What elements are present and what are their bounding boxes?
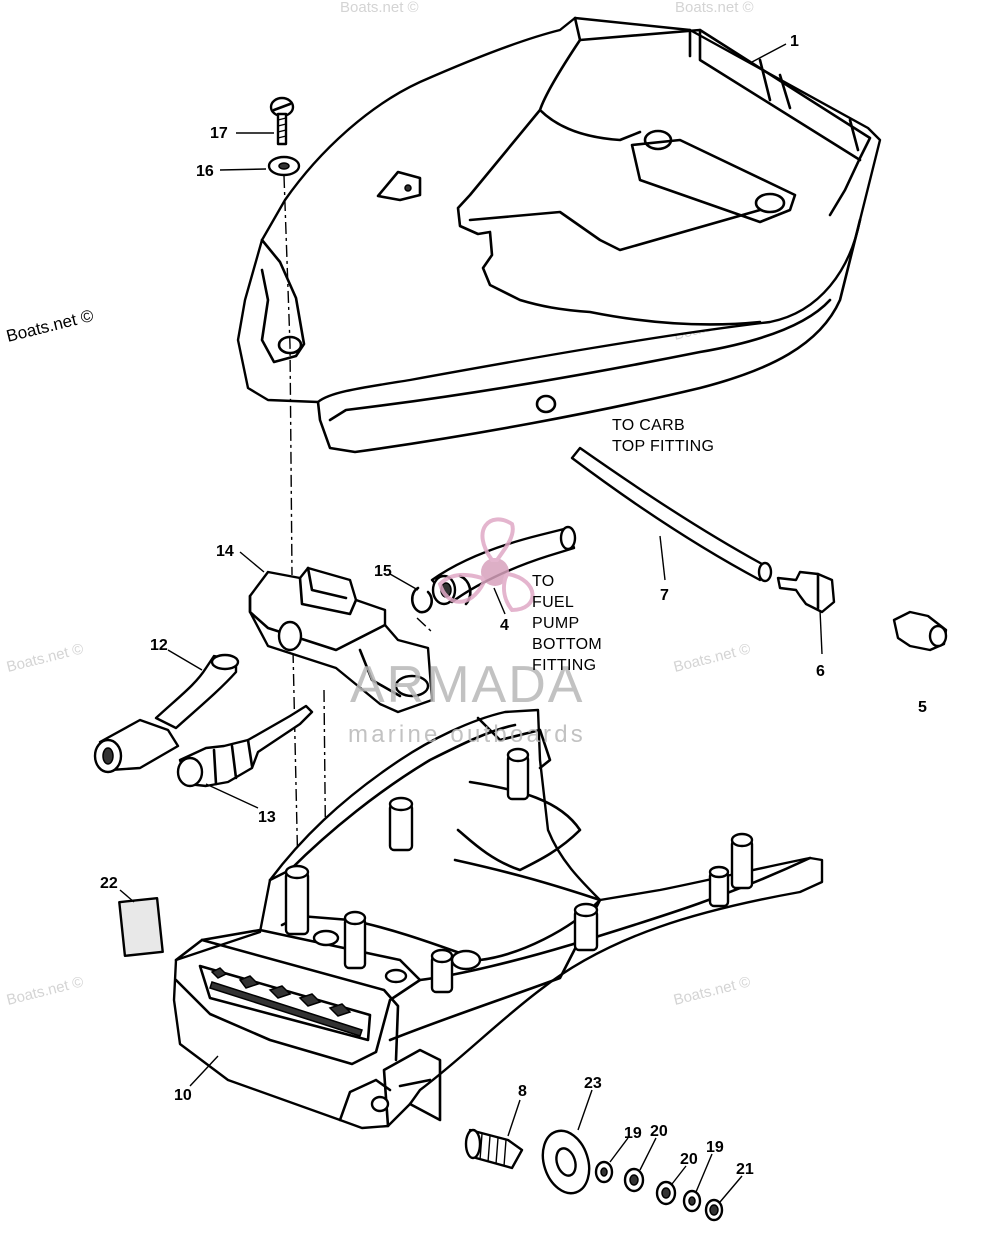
assembly-centerline: [291, 604, 299, 876]
callout-21: 21: [736, 1161, 754, 1178]
callout-17: 17: [210, 125, 228, 142]
callout-22: 22: [100, 875, 118, 892]
site-watermark: Boats.net ©: [340, 0, 419, 16]
callout-1: 1: [790, 33, 799, 50]
nut-part-20: [623, 1167, 645, 1193]
callout-4: 4: [500, 617, 509, 634]
callout-15: 15: [374, 563, 392, 580]
fuel-connector-part-13: [176, 704, 314, 788]
callout-19: 19: [706, 1139, 724, 1156]
routing-notes: TO CARB TOP FITTING TO FUEL PUMP BOTTOM …: [532, 417, 714, 674]
assembly-centerline: [416, 617, 433, 633]
pump-note-line-2: FUEL: [532, 594, 574, 611]
callout-13: 13: [258, 809, 276, 826]
site-watermark: Boats.net ©: [672, 973, 752, 1009]
callout-16: 16: [196, 163, 214, 180]
lock-washer-part-19: [594, 1160, 614, 1184]
nut-part-20: [655, 1180, 677, 1206]
assembly-centerline: [283, 175, 293, 576]
callout-12: 12: [150, 637, 168, 654]
top-cowl-part-1: [236, 16, 882, 454]
callout-8: 8: [518, 1083, 527, 1100]
washer-part-16: [267, 155, 301, 177]
pump-note-line-5: FITTING: [532, 657, 596, 674]
brand-name: ARMADA: [350, 656, 584, 714]
callout-23: 23: [584, 1075, 602, 1092]
propeller-logo-icon: [437, 517, 535, 613]
pump-note-line-3: PUMP: [532, 615, 579, 632]
fitting-part-5: [892, 610, 948, 652]
primer-hose-part-12: [93, 653, 240, 774]
lock-washer-part-19: [682, 1189, 702, 1213]
decal-part-22: [118, 896, 164, 958]
site-watermark: Boats.net ©: [5, 973, 85, 1009]
site-watermark: Boats.net ©: [5, 640, 85, 676]
callout-5: 5: [918, 699, 927, 716]
callout-7: 7: [660, 587, 669, 604]
brand-tagline: marine outboards: [348, 721, 586, 748]
callout-10: 10: [174, 1087, 192, 1104]
leader-lines: [119, 43, 823, 1203]
fuel-fitting-part-6: [776, 570, 836, 614]
callout-19: 19: [624, 1125, 642, 1142]
callout-20: 20: [650, 1123, 668, 1140]
bottom-cowl-part-10: [172, 708, 824, 1130]
carb-note-line-2: TOP FITTING: [612, 438, 714, 455]
washer-part-23: [541, 1129, 591, 1195]
pump-note-line-1: TO: [532, 573, 555, 590]
callout-14: 14: [216, 543, 234, 560]
screw-part-17: [269, 96, 295, 146]
callout-20: 20: [680, 1151, 698, 1168]
callout-labels: 1 17 16 14 15 4 7 6 5 12 13 22 10 8 23 1…: [100, 33, 927, 1178]
callout-6: 6: [816, 663, 825, 680]
clip-part-15: [410, 586, 433, 614]
fuel-hose-part-7: [570, 446, 773, 583]
pump-note-line-4: BOTTOM: [532, 636, 602, 653]
armada-logo: ARMADA marine outboards: [348, 517, 586, 748]
carb-note-line-1: TO CARB: [612, 417, 685, 434]
site-watermark: Boats.net ©: [675, 0, 754, 16]
site-watermark: Boats.net ©: [672, 640, 752, 676]
stud-part-8: [464, 1128, 524, 1170]
site-watermark: Boats.net ©: [4, 306, 95, 346]
fuel-connector-bracket-part-14: [248, 566, 434, 714]
cap-nut-part-21: [704, 1198, 724, 1222]
